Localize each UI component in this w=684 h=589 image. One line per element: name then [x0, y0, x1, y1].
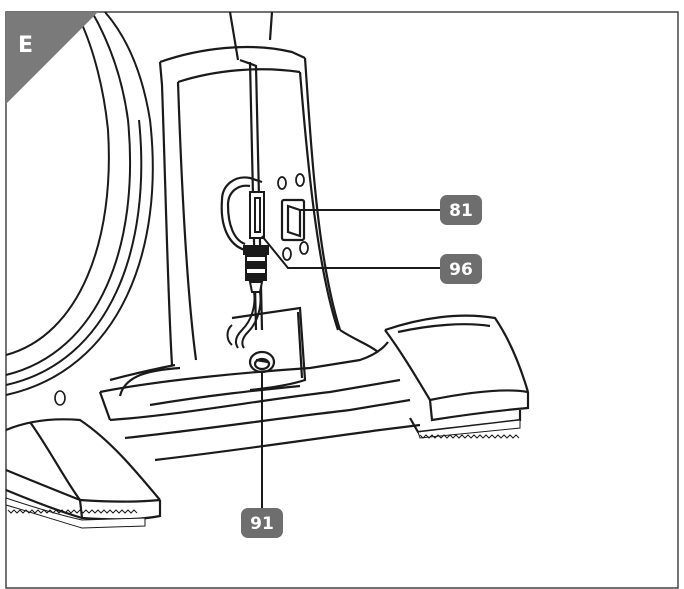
right-foot [384, 314, 530, 434]
lower-panel [231, 306, 307, 392]
left-foot-tread [5, 497, 146, 529]
callout-81-label: 81 [449, 201, 473, 221]
base-crossbar [98, 341, 421, 462]
callout-91: 91 [241, 508, 283, 538]
leader-line-96 [261, 235, 442, 269]
socket-96 [249, 191, 265, 239]
leader-lines [261, 209, 442, 508]
section-badge: E [6, 12, 98, 104]
flywheel [5, 11, 154, 396]
cable [226, 291, 262, 349]
callout-91-badge [241, 508, 283, 538]
cable-opening [220, 176, 263, 252]
base-screw [54, 390, 66, 406]
callout-96-badge [440, 254, 482, 284]
left-foot [5, 418, 162, 521]
right-foot-tread [417, 419, 521, 439]
callout-91-label: 91 [250, 514, 274, 534]
figure-frame [5, 11, 679, 589]
section-badge-shape [6, 12, 98, 104]
power-switch-81 [280, 198, 306, 242]
frame-post [158, 11, 379, 366]
callout-81-badge [440, 195, 482, 225]
callout-96-label: 96 [449, 260, 473, 280]
callout-81: 81 [440, 195, 482, 225]
callout-96: 96 [440, 254, 482, 284]
mounting-holes [277, 173, 309, 261]
section-letter: E [18, 33, 33, 58]
